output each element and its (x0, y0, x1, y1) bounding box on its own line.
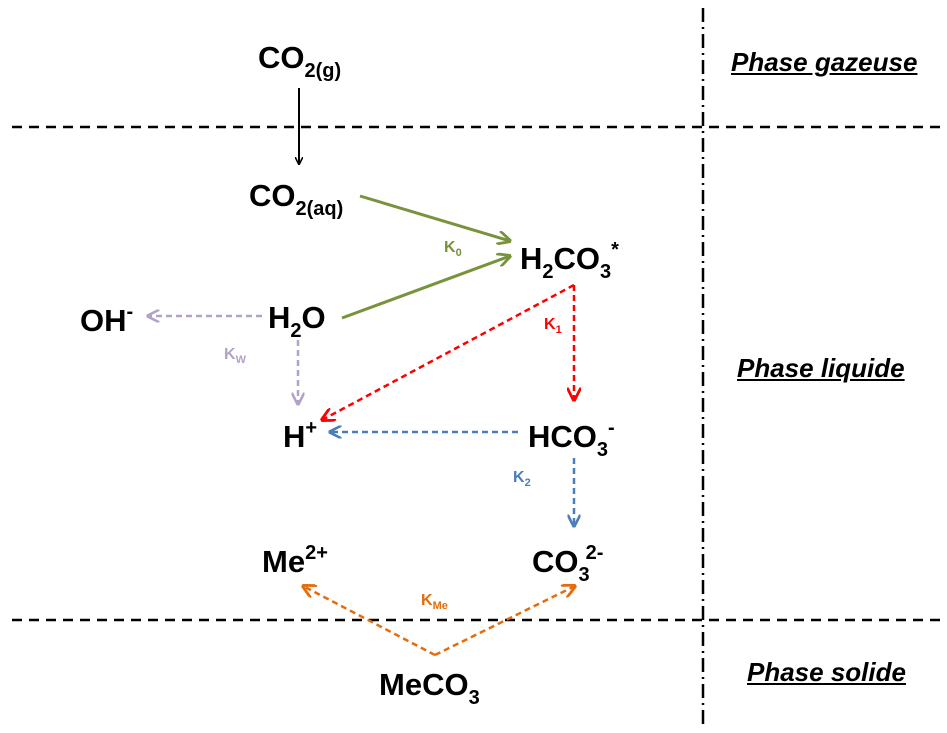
arrow-meco3-to-co3 (434, 586, 575, 657)
species-co2-aq: CO2(aq) (249, 178, 344, 220)
species-hplus: H+ (283, 417, 318, 454)
species-h2co3: H2CO3* (520, 239, 619, 283)
species-co3: CO32- (532, 542, 604, 586)
constant-k0: K0 (444, 239, 462, 259)
species-h2o: H2O (268, 300, 326, 342)
phase-gas-label: Phase gazeuse (731, 47, 918, 77)
arrow-meco3-to-me (303, 586, 436, 657)
constant-kme: KMe (421, 592, 448, 612)
phase-liquid-label: Phase liquide (737, 353, 905, 383)
arrow-h2co3-to-hplus (322, 283, 575, 420)
species-hco3: HCO3- (528, 417, 615, 461)
species-meco3: MeCO3 (379, 667, 480, 709)
constant-kw: KW (224, 346, 246, 366)
constant-k2: K2 (513, 469, 531, 489)
phase-solid-label: Phase solide (747, 657, 906, 687)
species-co2-gas: CO2(g) (258, 40, 342, 82)
arrow-co2aq-to-h2co3 (359, 194, 510, 241)
arrow-h2o-to-h2co3 (341, 256, 510, 320)
constant-k1: K1 (544, 316, 562, 336)
species-oh: OH- (80, 301, 134, 338)
species-me2plus: Me2+ (262, 542, 328, 579)
